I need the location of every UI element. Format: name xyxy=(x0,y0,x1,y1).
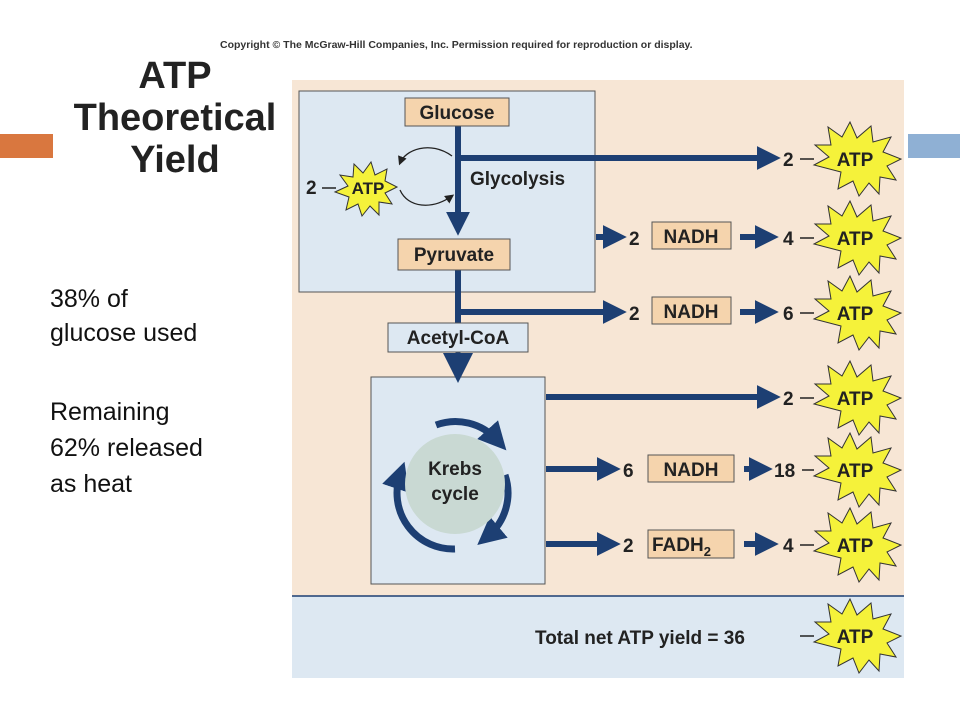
atp-investment-label: ATP xyxy=(352,179,385,198)
row-2-carrier-count: 2 xyxy=(629,229,640,250)
title-line-1: ATP xyxy=(138,55,212,97)
row-2-atp-count: 4 xyxy=(783,229,794,250)
atp-starburst-row-1 xyxy=(812,120,903,198)
row-1-atp-count: 2 xyxy=(783,150,794,171)
pyruvate-label: Pyruvate xyxy=(414,245,494,266)
glucose-box xyxy=(404,97,510,127)
row-3-nadh-label: NADH xyxy=(664,302,719,323)
atp-label-total: ATP xyxy=(837,627,874,648)
atp-investment-curve-bottom xyxy=(399,189,455,206)
row-5-nadh-box xyxy=(647,454,735,483)
atp-label-row-5: ATP xyxy=(837,461,874,482)
row-2-nadh-label: NADH xyxy=(664,227,719,248)
krebs-cycle-arrows xyxy=(382,418,512,553)
atp-starburst-row-3 xyxy=(812,274,903,352)
atp-starburst-row-4 xyxy=(812,359,903,437)
atp-starburst-row-6 xyxy=(812,506,903,584)
krebs-label-line-2: cycle xyxy=(431,484,479,505)
row-3-nadh-box xyxy=(651,296,732,325)
note-line-3: Remaining xyxy=(50,398,170,426)
row-6-fadh2-box xyxy=(647,529,735,559)
pyruvate-box xyxy=(397,238,511,271)
glycolysis-label: Glycolysis xyxy=(470,169,565,190)
atp-investment-starburst xyxy=(333,160,399,218)
krebs-cycle-center xyxy=(405,434,505,534)
atp-starburst-row-5 xyxy=(812,431,903,509)
row-4-atp-count: 2 xyxy=(783,389,794,410)
title-line-2: Theoretical xyxy=(73,97,277,139)
atp-label-row-3: ATP xyxy=(837,304,874,325)
atp-label-row-2: ATP xyxy=(837,229,874,250)
atp-starburst-row-2 xyxy=(812,199,903,277)
note-line-2: glucose used xyxy=(50,319,198,347)
row-6-atp-count: 4 xyxy=(783,536,794,557)
acetyl-coa-label: Acetyl-CoA xyxy=(407,328,510,349)
row-6-carrier-count: 2 xyxy=(623,536,634,557)
total-yield-band xyxy=(292,596,904,678)
note-line-5: as heat xyxy=(50,470,133,498)
row-2-nadh-box xyxy=(651,221,732,250)
atp-label-row-6: ATP xyxy=(837,536,874,557)
accent-bar-left xyxy=(0,134,53,158)
atp-investment-count: 2 xyxy=(306,178,317,199)
row-3-atp-count: 6 xyxy=(783,304,794,325)
krebs-label-line-1: Krebs xyxy=(428,459,482,480)
atp-label-row-1: ATP xyxy=(837,150,874,171)
accent-bar-right xyxy=(908,134,960,158)
note-line-4: 62% released xyxy=(50,434,203,462)
row-5-carrier-count: 6 xyxy=(623,461,634,482)
atp-investment-curve-top xyxy=(398,147,453,166)
atp-label-row-4: ATP xyxy=(837,389,874,410)
glucose-label: Glucose xyxy=(420,103,495,124)
note-line-1: 38% of xyxy=(50,285,128,313)
copyright-notice: Copyright © The McGraw-Hill Companies, I… xyxy=(220,39,693,51)
slide-title: ATP Theoretical Yield xyxy=(55,55,295,181)
row-5-nadh-label: NADH xyxy=(664,460,719,481)
title-line-3: Yield xyxy=(130,139,220,181)
row-6-fadh2-label: FADH2 xyxy=(652,535,711,559)
row-5-atp-count: 18 xyxy=(774,461,795,482)
row-3-carrier-count: 2 xyxy=(629,304,640,325)
atp-starburst-total xyxy=(812,597,903,675)
acetyl-coa-box xyxy=(387,322,529,353)
total-yield-label: Total net ATP yield = 36 xyxy=(535,628,745,649)
